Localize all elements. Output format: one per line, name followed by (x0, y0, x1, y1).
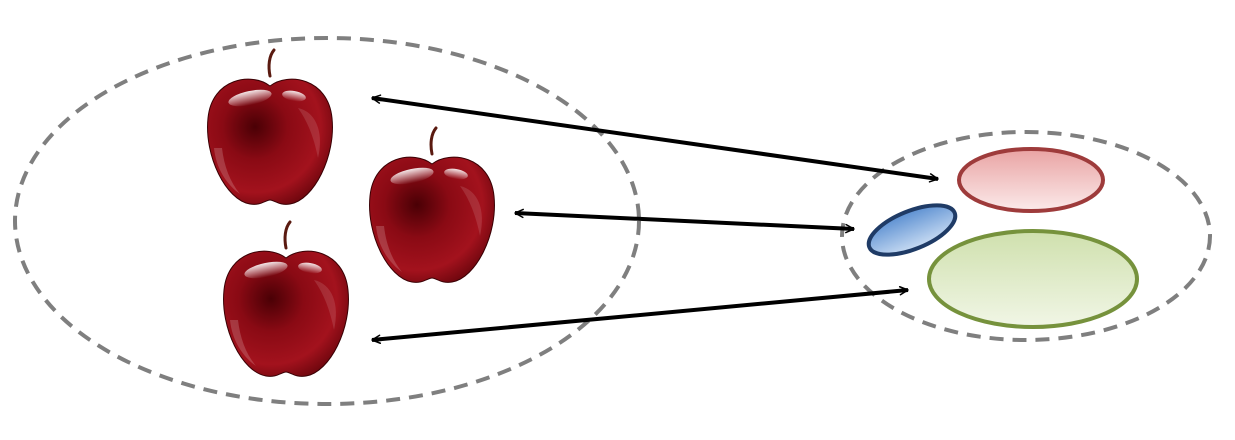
green-region (927, 229, 1139, 329)
apple-icon-1 (206, 48, 334, 206)
apple-icon-3 (222, 220, 350, 378)
arrow-apple3-green (371, 286, 909, 344)
red-region (957, 147, 1105, 213)
right-group-boundary (840, 130, 1212, 342)
arrow-apple1-red (371, 94, 939, 183)
apple-icon-2 (368, 126, 496, 284)
arrow-apple2-blue (514, 208, 855, 234)
blue-region (866, 203, 958, 257)
